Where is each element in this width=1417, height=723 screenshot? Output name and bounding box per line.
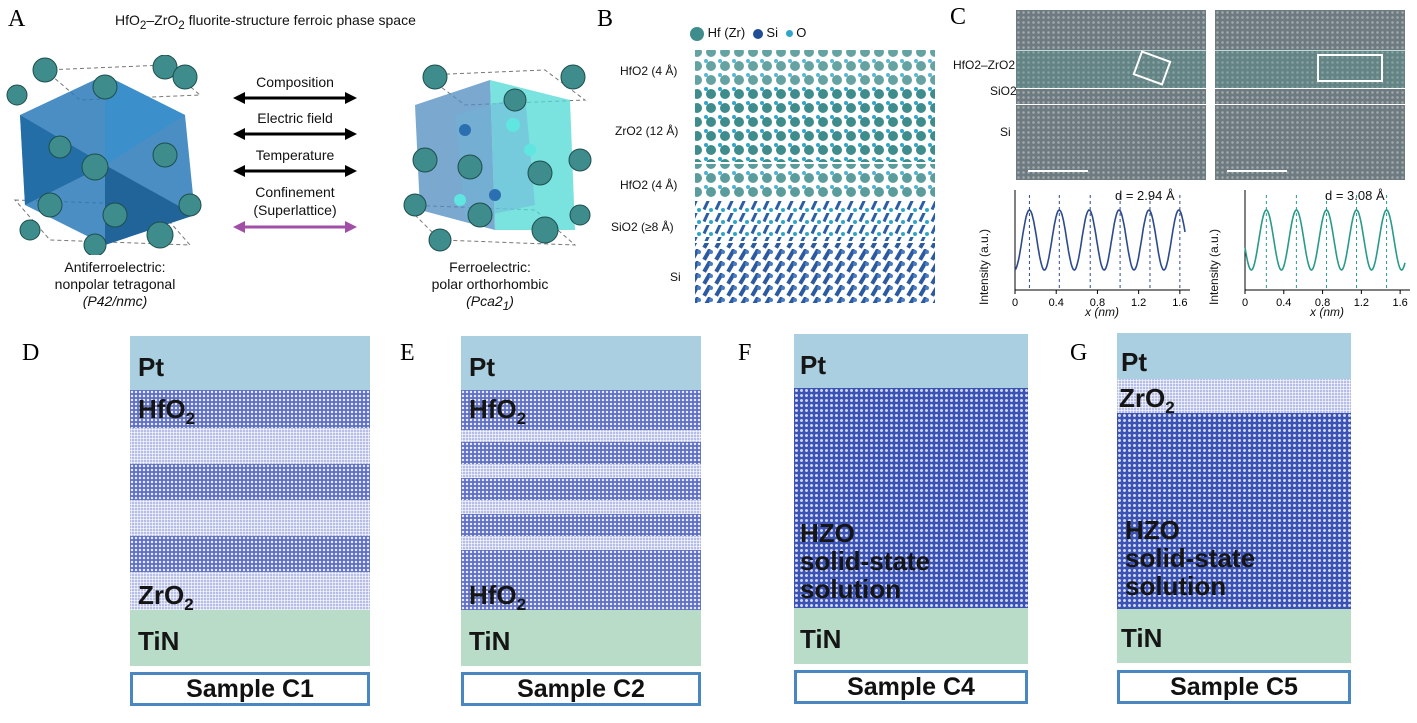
- sample-c5-caption: Sample C5: [1117, 670, 1351, 704]
- confinement-arrow-icon: [233, 221, 357, 233]
- hfo2-label-top: HfO2: [469, 394, 527, 429]
- tin-layer: [130, 610, 370, 666]
- x-tick-label: 0.8: [1090, 297, 1105, 309]
- intensity-curve-right: [1244, 209, 1406, 271]
- x-tick-label: 0: [1012, 297, 1018, 309]
- arrow-label-temperature: Temperature: [255, 147, 335, 163]
- sample-c1-stack: Pt HfO2 ZrO2 TiN: [130, 336, 370, 666]
- arrow-label-superlattice: (Superlattice): [253, 202, 337, 218]
- hfo2-label: HfO2: [138, 394, 196, 429]
- x-tick-label: 1.2: [1131, 297, 1146, 309]
- ylabel-right: Intensity (a.u.): [1207, 228, 1221, 305]
- tem-label-sio2: SiO2: [990, 84, 1017, 98]
- tin-label: TiN: [469, 626, 511, 656]
- antiferroelectric-caption: Antiferroelectric: nonpolar tetragonal (…: [54, 259, 176, 309]
- intensity-plot-left-svg: 0 0.4 0.8 1.2 1.6: [1012, 190, 1190, 309]
- superlattice-atomic-model: [695, 50, 935, 303]
- d-spacing-left: d = 2.94 Å: [1115, 188, 1175, 203]
- tem-image-right: [1215, 10, 1405, 180]
- panel-a-title: HfO2–ZrO2 fluorite-structure ferroic pha…: [115, 12, 416, 32]
- double-arrow-icon: [233, 128, 357, 140]
- tem-label-hfo2-zro2: HfO2–ZrO2: [953, 58, 1016, 72]
- orthorhombic-unit-cell: [403, 64, 592, 252]
- double-arrow-icon: [233, 165, 357, 177]
- zro2-label: ZrO2: [138, 580, 194, 615]
- intensity-plot-left: 0 0.4 0.8 1.2 1.6 Intensity (a.u.) x (nm) d …: [977, 185, 1195, 325]
- pt-layer: [130, 336, 370, 390]
- arrow-label-confinement: Confinement: [255, 184, 335, 200]
- panel-label-d: D: [22, 340, 40, 366]
- intensity-plot-right: 0 0.4 0.8 1.2 1.6 Intensity (a.u.) x (nm) d …: [1207, 185, 1415, 325]
- hzo-label-line3: solution: [800, 574, 902, 604]
- hzo-label-line2: solid-state: [800, 546, 931, 576]
- arrow-label-electric-field: Electric field: [257, 110, 333, 126]
- sample-c4-caption: Sample C4: [794, 670, 1028, 704]
- tetragonal-unit-cell: [6, 55, 202, 255]
- tin-label: TiN: [138, 626, 180, 656]
- tem-image-left: [1016, 10, 1206, 180]
- x-tick-label: 0.4: [1276, 297, 1291, 309]
- hzo-label-line1: HZO: [1125, 515, 1180, 545]
- layer-label-zro2: ZrO2 (12 Å): [615, 124, 679, 138]
- hzo-label-line3: solution: [1125, 571, 1227, 601]
- sample-c1-caption: Sample C1: [130, 672, 370, 706]
- ferroelectric-caption: Ferroelectric: polar orthorhombic (Pca21…: [431, 259, 549, 313]
- pt-label: Pt: [469, 352, 495, 382]
- pt-label: Pt: [800, 350, 826, 380]
- layer-label-hfo2-bottom: HfO2 (4 Å): [620, 178, 678, 192]
- sample-c2-stack: Pt HfO2 HfO2 TiN: [461, 336, 701, 666]
- tin-label: TiN: [800, 624, 842, 654]
- panel-label-c: C: [950, 4, 967, 30]
- zro2-label: ZrO2: [1119, 383, 1175, 418]
- sample-c4-stack: Pt HZO solid-state solution TiN: [794, 334, 1028, 664]
- x-tick-label: 0.4: [1049, 297, 1064, 309]
- hfo2-label-bottom: HfO2: [469, 580, 527, 615]
- panel-label-e: E: [400, 340, 415, 366]
- double-arrow-icon: [233, 92, 357, 104]
- ylabel-left: Intensity (a.u.): [977, 228, 991, 305]
- x-tick-label: 0.8: [1315, 297, 1330, 309]
- x-tick-label: 1.6: [1172, 297, 1187, 309]
- x-tick-label: 0: [1242, 297, 1248, 309]
- panel-label-f: F: [738, 340, 752, 366]
- x-tick-label: 1.6: [1393, 297, 1408, 309]
- x-tick-label: 1.2: [1354, 297, 1369, 309]
- panel-label-a: A: [8, 6, 26, 32]
- xlabel-left: x (nm): [1085, 305, 1119, 319]
- tin-label: TiN: [1121, 623, 1163, 653]
- tem-label-si: Si: [1000, 125, 1011, 139]
- intensity-plot-right-svg: 0 0.4 0.8 1.2 1.6: [1242, 190, 1410, 309]
- hzo-label-line2: solid-state: [1125, 543, 1256, 573]
- panel-label-g: G: [1070, 340, 1088, 366]
- arrow-label-composition: Composition: [256, 74, 334, 90]
- hzo-label-line1: HZO: [800, 518, 855, 548]
- layer-label-si: Si: [670, 270, 681, 284]
- intensity-curve-left: [1014, 209, 1186, 271]
- d-spacing-right: d = 3.08 Å: [1325, 188, 1385, 203]
- sample-c5-stack: Pt ZrO2 HZO solid-state solution TiN: [1117, 333, 1351, 663]
- layer-label-hfo2-top: HfO2 (4 Å): [620, 64, 678, 78]
- sample-c2-caption: Sample C2: [461, 672, 701, 706]
- pt-label: Pt: [138, 352, 164, 382]
- xlabel-right: x (nm): [1310, 305, 1344, 319]
- pt-label: Pt: [1121, 347, 1147, 377]
- panel-label-b: B: [597, 6, 614, 32]
- atom-legend: Hf (Zr) Si O: [690, 25, 806, 41]
- layer-label-sio2: SiO2 (≥8 Å): [611, 220, 674, 234]
